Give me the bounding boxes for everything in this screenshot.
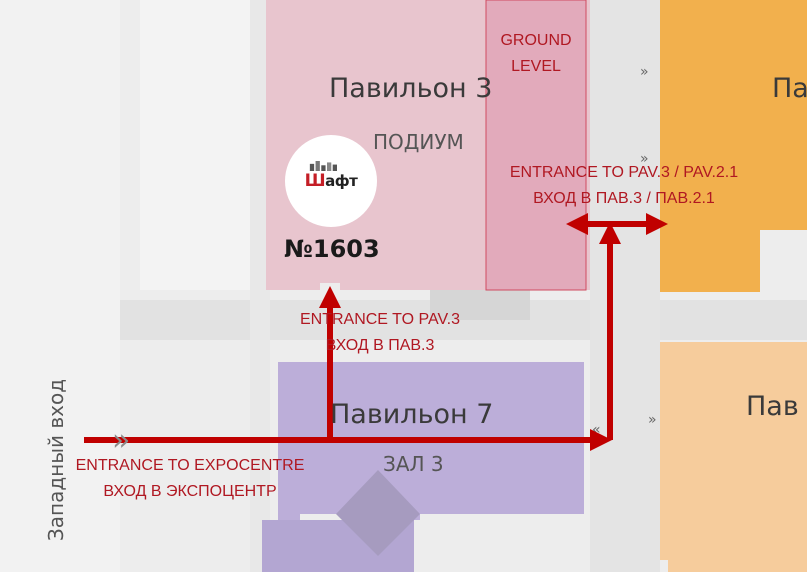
door-chevron-icon: » (640, 64, 649, 80)
logo-bars-icon (309, 161, 337, 171)
door-chevron-icon: « (592, 422, 601, 438)
arrowhead-icon (566, 213, 588, 235)
ground-level-line-2: LEVEL (511, 58, 561, 75)
pavilion-7-title: Павильон 7 (330, 399, 494, 430)
open-area (140, 0, 250, 290)
right-bottom-hall-title: Пав (746, 391, 799, 422)
pavilion-7-diamond (336, 470, 420, 556)
route-pav3-21-en: ENTRANCE TO PAV.3 / PAV.2.1 (509, 164, 739, 181)
ground-level-zone[interactable] (485, 0, 587, 291)
booth-number: №1603 (284, 235, 380, 263)
route-expocentre-ru: ВХОД В ЭКСПОЦЕНТР (103, 483, 277, 500)
route-arrowheads (319, 213, 668, 451)
arrowhead-icon (599, 222, 621, 244)
logo-wordmark-initial: Ш (304, 171, 326, 191)
walkway (250, 0, 270, 572)
orange-hall-area[interactable] (660, 0, 807, 292)
walkway (590, 0, 660, 572)
door-chevron-icon: » (640, 151, 649, 167)
peach-hall-area[interactable] (660, 342, 807, 572)
ground-level-line-1: GROUND (500, 32, 572, 49)
route-pav3-en: ENTRANCE TO PAV.3 (299, 311, 461, 328)
arrowhead-icon (590, 429, 612, 451)
walkway (0, 300, 807, 340)
door-chevron-icon: » (648, 412, 657, 428)
pavilion-7-subtitle: ЗАЛ 3 (383, 452, 444, 476)
route-pav3-21-ru: ВХОД В ПАВ.3 / ПАВ.2.1 (533, 190, 715, 207)
ground-level-label: GROUND LEVEL (486, 28, 586, 80)
right-top-hall-title: Па (772, 73, 807, 104)
arrowhead-icon (646, 213, 668, 235)
pavilion-3-title: Павильон 3 (329, 73, 493, 104)
route-expocentre-en: ENTRANCE TO EXPOCENTRE (75, 457, 305, 474)
open-area (0, 0, 120, 572)
exhibitor-logo[interactable]: Шафт (285, 135, 377, 227)
logo-wordmark-rest: афт (325, 172, 358, 190)
route-pav3-ru: ВХОД В ПАВ.3 (325, 337, 435, 354)
west-entrance-label: Западный вход (44, 378, 68, 542)
logo-wordmark: Шафт (285, 171, 377, 191)
arrowhead-icon (319, 286, 341, 308)
pavilion-3-subtitle: ПОДИУМ (373, 130, 464, 154)
route-lines (84, 221, 648, 443)
entrance-chevron-icon: » (112, 423, 130, 458)
